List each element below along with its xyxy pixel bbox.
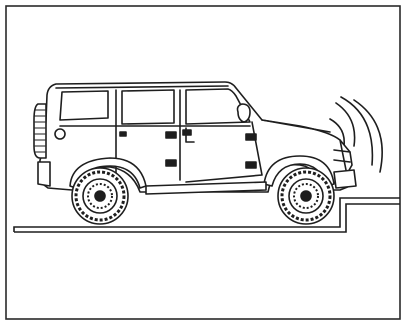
fuel-cap — [55, 129, 65, 139]
rear-hinge-upper — [166, 132, 176, 138]
side-mirror — [238, 104, 251, 122]
rear-bumper — [38, 162, 50, 186]
rear-door-handle — [120, 132, 126, 136]
front-door-handle — [183, 130, 191, 135]
front-hinge-lower — [246, 162, 256, 168]
front-hinge-upper — [246, 134, 256, 140]
front-wheel — [278, 168, 334, 224]
rear-hinge-lower — [166, 160, 176, 166]
rear-door-window — [122, 90, 174, 124]
spare-tire — [34, 104, 46, 158]
rear-wheel — [72, 168, 128, 224]
rear-window — [60, 91, 108, 120]
front-bumper — [334, 170, 356, 188]
